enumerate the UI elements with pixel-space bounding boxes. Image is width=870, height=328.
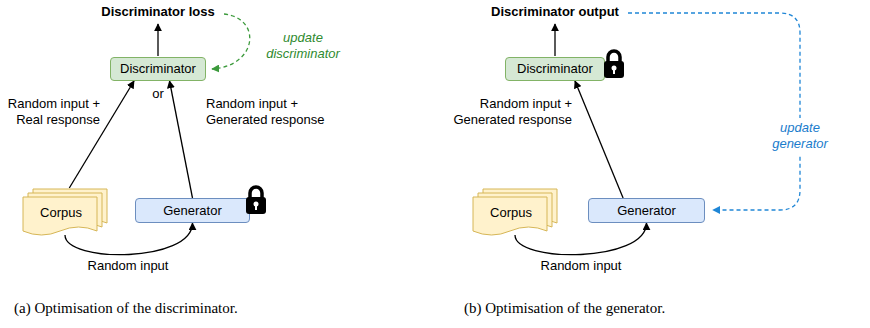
output-arrow bbox=[554, 24, 555, 56]
connector-arrow bbox=[575, 81, 623, 198]
lock-icon bbox=[244, 184, 268, 216]
generator-box: Generator bbox=[135, 198, 250, 223]
edge-label: Random input bbox=[531, 258, 631, 274]
corpus-documents: Corpus bbox=[22, 188, 108, 238]
edge-label: Random input + Generated response bbox=[206, 96, 334, 128]
lock-icon bbox=[602, 48, 626, 80]
connector-path bbox=[575, 81, 623, 198]
update-label: update discriminator bbox=[258, 30, 348, 62]
or-label: or bbox=[143, 86, 173, 102]
connector-arrow bbox=[170, 81, 193, 198]
discriminator-box: Discriminator bbox=[110, 57, 206, 81]
update-arrow bbox=[212, 14, 250, 69]
update-label: update generator bbox=[762, 118, 838, 154]
caption: (a) Optimisation of the discriminator. bbox=[14, 300, 414, 316]
generator-box: Generator bbox=[588, 198, 705, 223]
corpus-documents: Corpus bbox=[472, 188, 558, 238]
update-arrow bbox=[628, 13, 800, 210]
caption: (b) Optimisation of the generator. bbox=[464, 300, 844, 316]
edge-label: Random input + Real response bbox=[4, 96, 100, 128]
document-page bbox=[473, 197, 547, 235]
output-label: Discriminator loss bbox=[83, 4, 233, 20]
output-arrow bbox=[157, 24, 158, 56]
document-page bbox=[23, 197, 97, 235]
node-label: Corpus bbox=[40, 205, 82, 221]
node-label: Generator bbox=[617, 203, 676, 219]
node-label: Discriminator bbox=[120, 61, 196, 77]
edge-label: Random input + Generated response bbox=[444, 96, 572, 128]
edge-label: Random input bbox=[78, 258, 178, 274]
node-label: Generator bbox=[163, 203, 222, 219]
node-label: Discriminator bbox=[517, 61, 593, 77]
node-label: Corpus bbox=[490, 205, 532, 221]
connector-path bbox=[170, 81, 193, 198]
discriminator-box: Discriminator bbox=[505, 57, 605, 81]
output-label: Discriminator output bbox=[475, 4, 635, 20]
